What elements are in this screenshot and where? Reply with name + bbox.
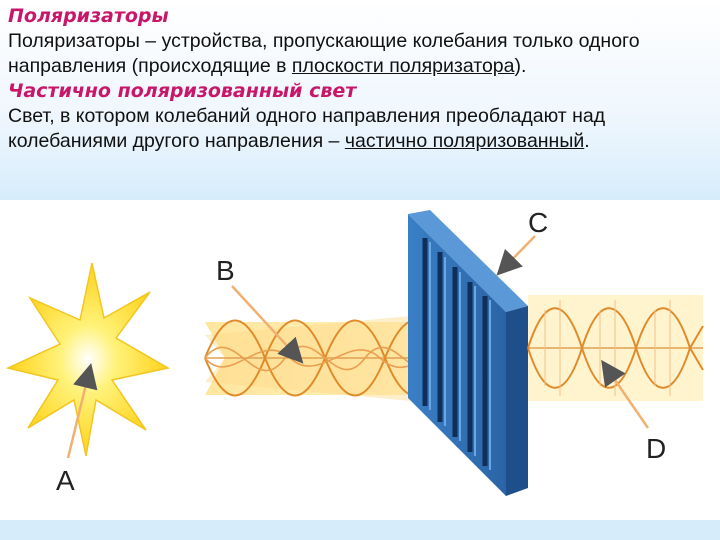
polarizers-definition-end: ). xyxy=(514,55,527,77)
text-block: Поляризаторы Поляризаторы – устройства, … xyxy=(8,4,714,154)
polarization-figure: A B C D xyxy=(0,200,720,520)
arrow-a xyxy=(66,363,98,459)
arrow-c xyxy=(496,235,536,276)
polarizers-definition: Поляризаторы – устройства, пропускающие … xyxy=(8,29,714,79)
polarization-diagram: A B C D xyxy=(5,207,704,496)
label-b: B xyxy=(216,255,235,286)
polarizer-plate xyxy=(408,210,528,496)
partially-polarized-end: . xyxy=(584,130,590,152)
label-a: A xyxy=(56,465,75,496)
unpolarized-beam xyxy=(204,312,471,405)
polarizer-plane-link[interactable]: плоскости поляризатора xyxy=(291,55,515,77)
label-d: D xyxy=(646,433,666,464)
light-source-star xyxy=(5,262,171,457)
arrow-b xyxy=(231,285,304,364)
arrow-d xyxy=(601,359,650,429)
polarized-beam xyxy=(527,295,704,401)
partially-polarized-text: Свет, в котором колебаний одного направл… xyxy=(8,105,606,152)
label-c: C xyxy=(528,207,548,238)
partially-polarized-link[interactable]: частично поляризованный xyxy=(344,130,585,152)
partially-polarized-definition: Свет, в котором колебаний одного направл… xyxy=(8,104,714,154)
polarizers-definition-text: Поляризаторы – устройства, пропускающие … xyxy=(8,30,640,77)
heading-partially-polarized: Частично поляризованный свет xyxy=(8,80,357,102)
pointer-arrows xyxy=(66,235,650,459)
heading-polarizers: Поляризаторы xyxy=(8,5,169,27)
